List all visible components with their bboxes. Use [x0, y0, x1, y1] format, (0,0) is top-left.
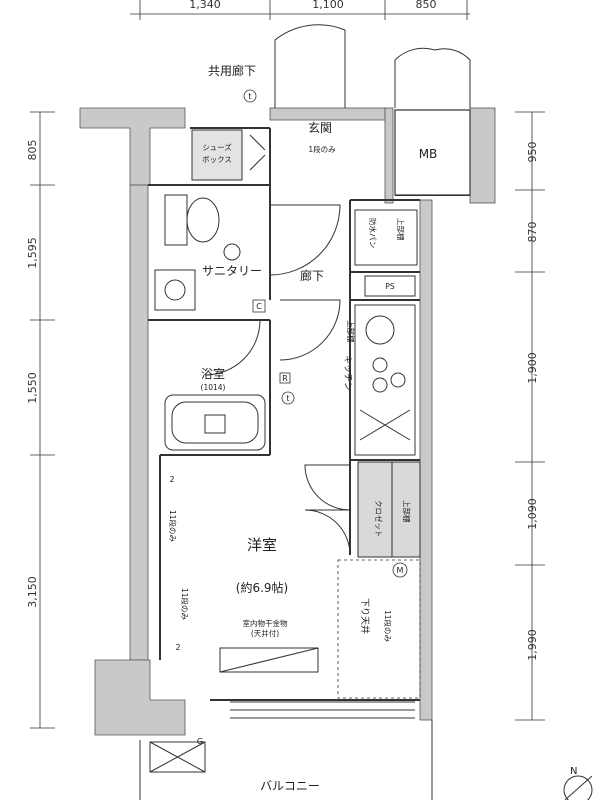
top-dim-1: 1,340: [189, 0, 221, 11]
sanitary-label: サニタリー: [202, 264, 262, 278]
top-dim-3: 850: [416, 0, 437, 11]
shoes-box-label-1: シューズ: [202, 142, 232, 152]
ps-label: PS: [385, 282, 395, 291]
right-dim-2: 870: [526, 222, 539, 243]
lowered-ceiling-label: 下り天井: [359, 598, 371, 634]
waterproof-pan-label: 防水パン: [368, 218, 378, 248]
kitchen-counter: [354, 304, 416, 456]
laundry-rack: [219, 647, 319, 673]
bath-label: 浴室: [201, 366, 225, 381]
closet: クロゼット 上部棚: [357, 461, 421, 558]
left-dim-1: 805: [26, 140, 39, 161]
shelf-note-left-1: 11段のみ: [168, 510, 178, 543]
left-dim-2: 1,595: [26, 237, 39, 269]
right-dimension-line: 950 870 1,900 1,090 1,990: [515, 111, 545, 721]
kitchen-label: キッチン: [342, 355, 353, 391]
sink: [154, 269, 196, 311]
washer-upper-shelf: 上部棚: [396, 218, 406, 241]
balcony-label: バルコニー: [260, 779, 320, 793]
bathtub: [164, 394, 266, 451]
right-dim-4: 1,090: [526, 498, 539, 530]
structural-walls: [79, 107, 496, 736]
symbols: t t R C M 2 2 G: [169, 89, 408, 746]
mb-label: MB: [419, 147, 438, 161]
c-symbol: C: [256, 302, 262, 311]
left-dimension-line: 805 1,595 1,550 3,150: [26, 111, 55, 729]
g-symbol: G: [197, 737, 203, 746]
ps-shaft: PS: [364, 275, 416, 297]
kitchen-upper-shelf: 上部棚: [346, 320, 356, 343]
shoes-box: シューズ ボックス: [191, 129, 243, 181]
lowered-ceiling-outline: [337, 559, 421, 699]
laundry-note: 室内物干金物: [243, 618, 288, 628]
north-label: N: [570, 766, 577, 777]
north-arrow: N: [563, 766, 593, 800]
two-symbol-1: 2: [169, 475, 174, 484]
right-dim-3: 1,900: [526, 352, 539, 384]
top-dimension-line: 1,340 1,100 850: [130, 0, 470, 20]
tel-symbol: t: [248, 92, 251, 101]
balcony-window: [139, 701, 433, 800]
r-symbol: R: [282, 374, 288, 383]
left-dim-3: 1,550: [26, 372, 39, 404]
shelf-note-left-2: 11段のみ: [180, 588, 190, 621]
right-dim-1: 950: [526, 142, 539, 163]
western-room-size: (約6.9帖): [236, 580, 288, 595]
toilet: [164, 194, 241, 261]
hallway-label: 廊下: [300, 268, 324, 283]
right-dim-5: 1,990: [526, 629, 539, 661]
entrance-label: 玄関: [308, 120, 332, 135]
closet-upper-shelf: 上部棚: [402, 500, 412, 523]
shoes-box-label-2: ボックス: [202, 155, 232, 164]
laundry-note-2: (天井付): [251, 628, 279, 638]
western-room-label: 洋室: [247, 536, 277, 554]
top-dim-2: 1,100: [312, 0, 344, 11]
mb-room: MB: [394, 109, 471, 196]
left-dim-4: 3,150: [26, 576, 39, 608]
washer-pan: 防水パン 上部棚: [354, 209, 418, 266]
common-corridor-label: 共用廊下: [208, 63, 256, 78]
closet-label: クロゼット: [374, 500, 384, 538]
tel-symbol-2: t: [286, 394, 289, 403]
shelf-note-right: 11段のみ: [383, 610, 393, 643]
doors: [204, 24, 471, 556]
m-symbol: M: [397, 566, 404, 575]
two-symbol-2: 2: [175, 643, 180, 652]
entrance-note: 1段のみ: [308, 144, 336, 154]
bath-size: (1014): [201, 383, 226, 392]
